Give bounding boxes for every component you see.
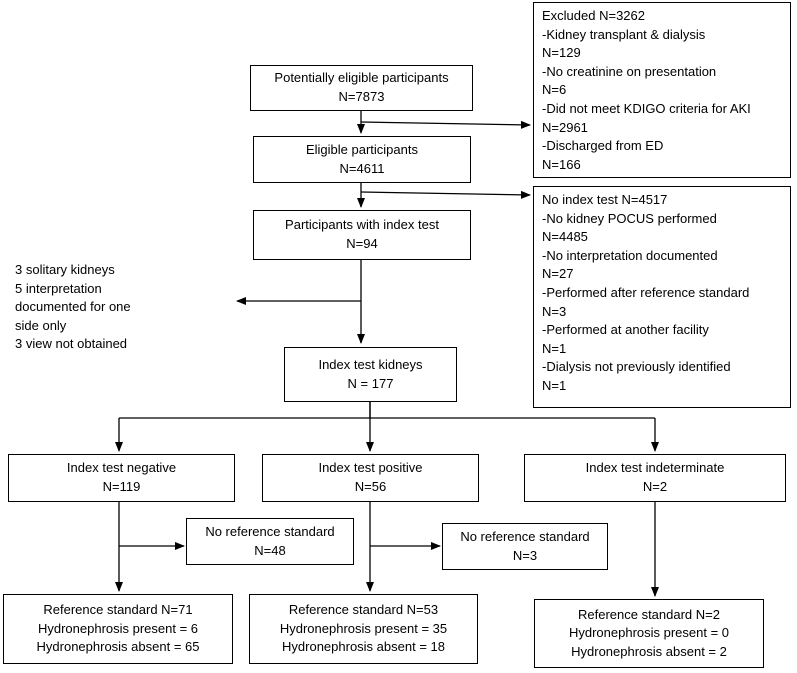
box-line: -Performed at another facility xyxy=(542,322,709,338)
box-line: -Dialysis not previously identified xyxy=(542,359,731,375)
box-count: N = 177 xyxy=(347,375,394,391)
box-line: N=166 xyxy=(542,156,581,172)
box-line: N=2961 xyxy=(542,119,588,135)
note-line: side only xyxy=(15,317,67,333)
note-line: 3 solitary kidneys xyxy=(15,262,115,277)
note-line: 3 view not obtained xyxy=(15,336,128,352)
box-index-positive: Index test positive N=56 xyxy=(262,454,479,502)
box-title: Reference standard N=2 xyxy=(577,606,720,622)
box-title: Reference standard N=53 xyxy=(288,602,439,618)
box-line: Hydronephrosis present = 0 xyxy=(568,625,730,641)
box-count: N=2 xyxy=(642,479,668,494)
box-line: Hydronephrosis absent = 2 xyxy=(571,643,727,659)
box-line: -Did not meet KDIGO criteria for AKI xyxy=(542,100,751,116)
box-index-negative: Index test negative N=119 xyxy=(8,454,235,502)
box-title: Index test indeterminate xyxy=(585,460,725,476)
box-count: N=3 xyxy=(512,547,538,563)
box-title: No reference standard xyxy=(205,523,335,539)
box-count: N=94 xyxy=(346,236,378,251)
note-line: documented for one xyxy=(15,299,131,315)
box-title: Index test kidneys xyxy=(318,356,423,372)
box-count: N=4611 xyxy=(339,160,385,176)
box-title: Index test positive xyxy=(318,460,423,476)
box-count: N=7873 xyxy=(338,89,385,104)
box-line: Hydronephrosis present = 35 xyxy=(279,620,448,636)
box-count: N=48 xyxy=(254,542,286,558)
box-line: N=6 xyxy=(542,82,567,98)
box-line: Excluded N=3262 xyxy=(542,8,645,23)
box-title: Index test negative xyxy=(66,460,177,476)
box-no-ref-positive: No reference standard N=3 xyxy=(442,523,608,570)
box-ref-indeterminate: Reference standard N=2 Hydronephrosis pr… xyxy=(534,599,764,668)
box-eligible: Eligible participants N=4611 xyxy=(253,136,471,183)
box-line: N=129 xyxy=(542,45,581,61)
box-line: -Kidney transplant & dialysis xyxy=(542,26,706,42)
box-title: Potentially eligible participants xyxy=(274,70,449,86)
box-ref-negative: Reference standard N=71 Hydronephrosis p… xyxy=(3,594,233,664)
box-excluded: Excluded N=3262 -Kidney transplant & dia… xyxy=(533,2,791,178)
arrow-to-excluded xyxy=(360,120,531,129)
box-line: N=1 xyxy=(542,377,567,393)
box-title: Reference standard N=71 xyxy=(43,602,193,618)
box-line: No index test N=4517 xyxy=(542,192,668,207)
box-count: N=56 xyxy=(354,479,387,494)
box-line: N=1 xyxy=(542,340,567,356)
box-title: No reference standard xyxy=(460,528,590,544)
box-ref-positive: Reference standard N=53 Hydronephrosis p… xyxy=(249,594,478,664)
box-line: -No kidney POCUS performed xyxy=(542,210,717,226)
box-with-index-test: Participants with index test N=94 xyxy=(253,210,471,260)
box-index-indeterminate: Index test indeterminate N=2 xyxy=(524,454,786,502)
box-line: N=4485 xyxy=(542,229,588,245)
box-line: Hydronephrosis absent = 18 xyxy=(282,639,445,655)
box-line: -No interpretation documented xyxy=(542,247,718,263)
box-no-index-test: No index test N=4517 -No kidney POCUS pe… xyxy=(533,186,791,408)
side-note-excluded-kidneys: 3 solitary kidneys 5 interpretation docu… xyxy=(15,261,237,354)
box-line: Hydronephrosis absent = 65 xyxy=(36,639,200,655)
box-line: -Discharged from ED xyxy=(542,138,664,154)
box-no-ref-negative: No reference standard N=48 xyxy=(186,518,354,565)
box-index-kidneys: Index test kidneys N = 177 xyxy=(284,347,457,402)
arrow-to-no-index xyxy=(360,190,531,199)
box-title: Participants with index test xyxy=(285,217,439,233)
box-line: -Performed after reference standard xyxy=(542,284,750,300)
note-line: 5 interpretation xyxy=(15,280,102,296)
box-line: -No creatinine on presentation xyxy=(542,63,717,79)
box-line: N=3 xyxy=(542,303,567,319)
box-count: N=119 xyxy=(102,479,141,494)
box-line: Hydronephrosis present = 6 xyxy=(37,620,199,636)
box-potentially-eligible: Potentially eligible participants N=7873 xyxy=(250,65,473,111)
box-line: N=27 xyxy=(542,266,574,282)
box-title: Eligible participants xyxy=(305,141,418,157)
